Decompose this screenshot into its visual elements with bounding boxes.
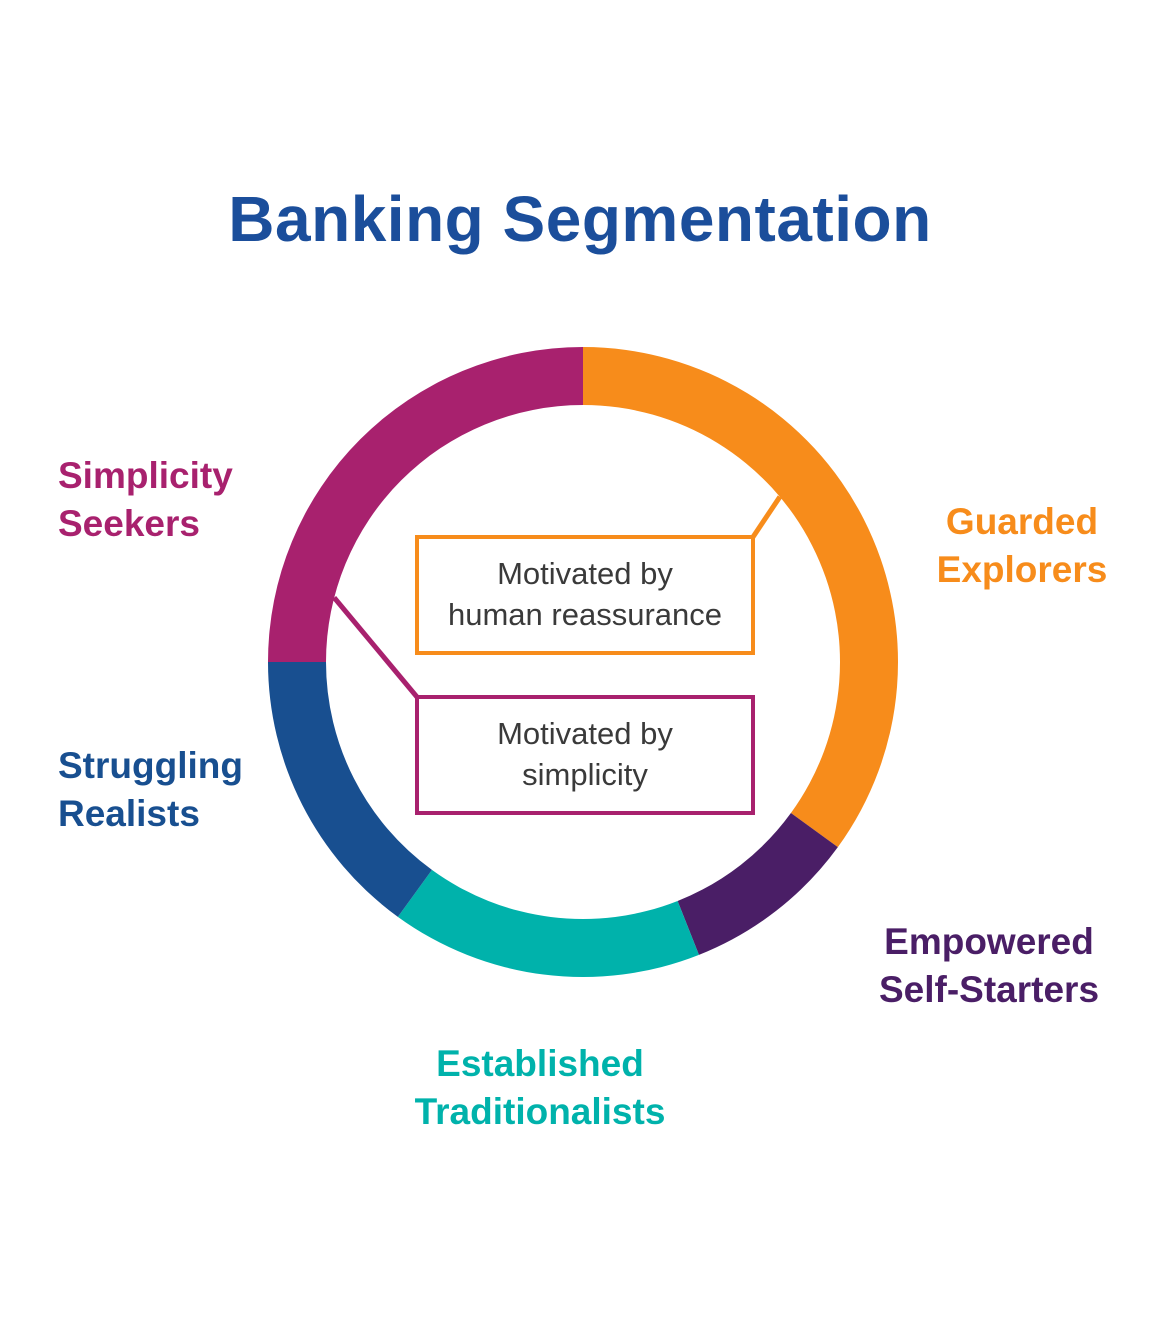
segment-label-established-traditionalists: Established Traditionalists [414, 1043, 666, 1133]
callout-simplicity: Motivated by simplicity [415, 695, 755, 815]
callout-text-line2: human reassurance [448, 597, 722, 632]
page-title: Banking Segmentation [228, 183, 932, 255]
segment-label-struggling-realists: Struggling Realists [58, 745, 243, 835]
donut-segment-struggling-realists [268, 662, 432, 917]
callout-text-line1: Motivated by [497, 556, 673, 592]
callout-leader-line [332, 596, 419, 699]
callout-text-line1: Motivated by [497, 716, 673, 752]
donut-segment-empowered-self-starters [677, 813, 838, 955]
callout-leader-line [750, 495, 782, 539]
donut-segment-guarded-explorers [583, 347, 898, 848]
segment-label-empowered-self-starters: Empowered Self-Starters [878, 921, 1100, 1011]
donut-segment-established-traditionalists [397, 869, 699, 977]
donut-segment-simplicity-seekers [268, 347, 583, 662]
segment-label-guarded-explorers: Guarded Explorers [936, 501, 1108, 591]
segment-label-simplicity-seekers: Simplicity Seekers [58, 455, 233, 545]
callout-text-line2: simplicity [522, 757, 648, 792]
callout-human-reassurance: Motivated by human reassurance [415, 535, 755, 655]
